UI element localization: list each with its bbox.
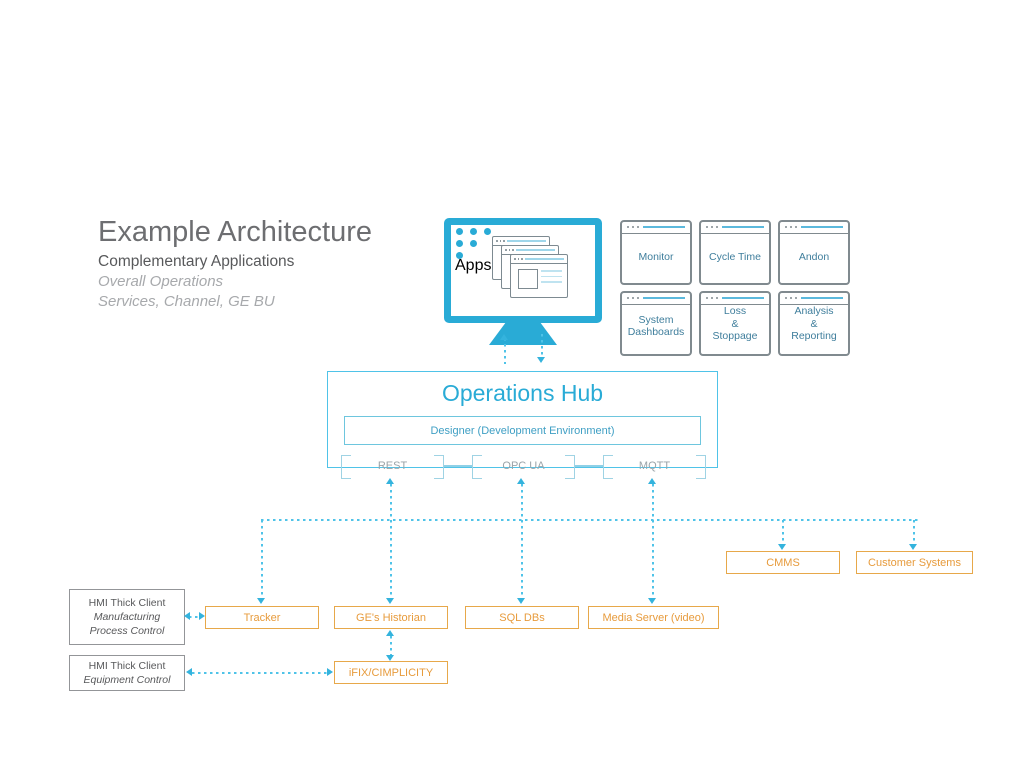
app-tile-cycle-time[interactable]: Cycle Time: [699, 220, 771, 285]
protocol-opcua[interactable]: OPC UA: [472, 455, 575, 479]
system-box-media-server[interactable]: Media Server (video): [588, 606, 719, 629]
protocol-join-2: [575, 465, 603, 467]
historian-drop-line: [390, 520, 392, 599]
hmi-thick-client-equipment[interactable]: HMI Thick Client Equipment Control: [69, 655, 185, 691]
app-tile-label: System Dashboards: [627, 313, 685, 339]
app-windows-stack-icon: [492, 236, 570, 298]
title-block: Example Architecture Complementary Appli…: [98, 214, 438, 312]
system-label: Media Server (video): [602, 611, 705, 624]
rest-drop-arrow: [386, 478, 394, 484]
customer-drop-arrow: [909, 544, 917, 550]
system-label: Customer Systems: [868, 556, 961, 569]
operations-hub-title: Operations Hub: [441, 380, 604, 406]
hmi-ifix-left-arrow: [186, 668, 192, 676]
media-drop-line: [652, 520, 654, 599]
app-tile-label: Analysis & Reporting: [791, 305, 837, 343]
apps-monitor: Apps: [444, 218, 602, 323]
dot-grid-icon: [456, 228, 498, 262]
protocol-label: OPC UA: [502, 460, 545, 472]
system-box-sql-dbs[interactable]: SQL DBs: [465, 606, 579, 629]
opcua-drop-arrow: [517, 478, 525, 484]
app-tile-analysis-reporting[interactable]: Analysis & Reporting: [778, 291, 850, 356]
hmi-line-2: Manufacturing: [93, 611, 161, 623]
page-title: Example Architecture: [98, 216, 373, 248]
subtitle-primary: Complementary Applications: [98, 253, 295, 270]
rest-drop-line: [390, 484, 392, 520]
app-tile-andon[interactable]: Andon: [778, 220, 850, 285]
cmms-drop-line: [782, 520, 784, 545]
system-label: SQL DBs: [499, 611, 545, 624]
sql-drop-line: [521, 520, 523, 599]
protocol-rest[interactable]: REST: [341, 455, 444, 479]
hmi-thick-client-manufacturing[interactable]: HMI Thick Client Manufacturing Process C…: [69, 589, 185, 645]
mqtt-drop-arrow: [648, 478, 656, 484]
opcua-drop-line: [521, 484, 523, 520]
hmi-tracker-right-arrow: [199, 612, 205, 620]
protocol-mqtt[interactable]: MQTT: [603, 455, 706, 479]
hmi-line-1: HMI Thick Client: [88, 597, 166, 609]
hmi-line-2: Equipment Control: [83, 674, 171, 686]
hmi-ifix-right-arrow: [327, 668, 333, 676]
hmi-tracker-left-arrow: [184, 612, 190, 620]
designer-box[interactable]: Designer (Development Environment): [344, 416, 701, 445]
hub-to-monitor-down-line: [541, 334, 543, 358]
system-box-cmms[interactable]: CMMS: [726, 551, 840, 574]
app-tile-label: Andon: [798, 250, 830, 263]
hmi-line-1: HMI Thick Client: [88, 660, 166, 672]
historian-ifix-up-arrow: [386, 630, 394, 636]
app-tile-label: Monitor: [638, 250, 674, 263]
app-tile-label: Loss & Stoppage: [712, 305, 758, 343]
historian-drop-arrow: [386, 598, 394, 604]
tracker-drop-arrow: [257, 598, 265, 604]
system-label: iFIX/CIMPLICITY: [348, 666, 434, 679]
protocol-label: REST: [377, 460, 408, 472]
mqtt-drop-line: [652, 484, 654, 520]
protocol-join-1: [444, 465, 472, 467]
system-label: GE's Historian: [356, 611, 426, 624]
integration-bus-line: [261, 519, 919, 521]
system-label: CMMS: [766, 556, 800, 569]
monitor-to-hub-up-line: [504, 338, 506, 364]
monitor-to-hub-up-arrow: [500, 334, 508, 340]
system-box-tracker[interactable]: Tracker: [205, 606, 319, 629]
cmms-drop-arrow: [778, 544, 786, 550]
app-tile-loss-stoppage[interactable]: Loss & Stoppage: [699, 291, 771, 356]
hmi-tracker-line: [189, 616, 202, 618]
system-box-customer-systems[interactable]: Customer Systems: [856, 551, 973, 574]
app-tile-system-dashboards[interactable]: System Dashboards: [620, 291, 692, 356]
protocol-label: MQTT: [638, 460, 671, 472]
hmi-ifix-line: [192, 672, 330, 674]
system-box-ifix-cimplicity[interactable]: iFIX/CIMPLICITY: [334, 661, 448, 684]
system-box-historian[interactable]: GE's Historian: [334, 606, 448, 629]
subtitle-secondary: Overall Operations: [98, 273, 224, 290]
system-label: Tracker: [243, 611, 281, 624]
sql-drop-arrow: [517, 598, 525, 604]
hmi-line-3: Process Control: [89, 625, 165, 637]
media-drop-arrow: [648, 598, 656, 604]
app-tile-label: Cycle Time: [709, 250, 761, 263]
historian-ifix-down-arrow: [386, 655, 394, 661]
subtitle-tertiary: Services, Channel, GE BU: [98, 293, 275, 310]
hub-to-monitor-down-arrow: [537, 357, 545, 363]
apps-label: Apps: [455, 257, 492, 274]
app-tile-monitor[interactable]: Monitor: [620, 220, 692, 285]
tracker-drop-line: [261, 520, 263, 599]
customer-drop-line: [913, 520, 915, 545]
designer-label: Designer (Development Environment): [430, 424, 615, 437]
historian-ifix-line: [390, 636, 392, 656]
